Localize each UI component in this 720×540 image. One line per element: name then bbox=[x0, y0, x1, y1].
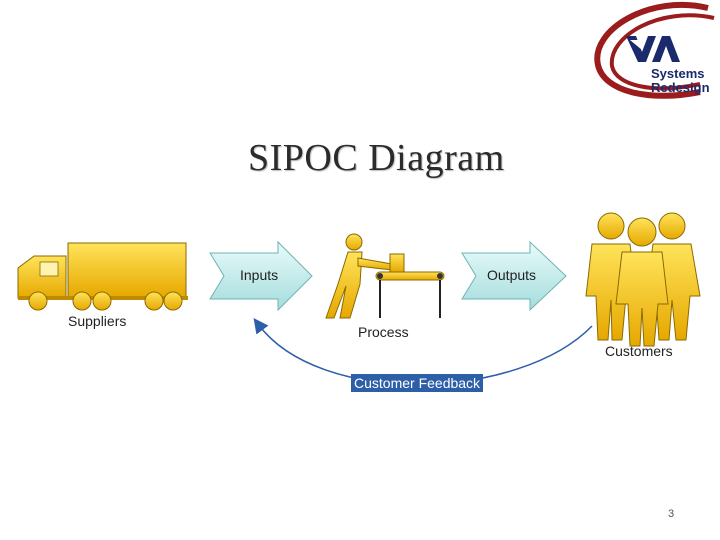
process-worker-icon bbox=[325, 233, 445, 319]
va-systems-redesign-logo bbox=[594, 1, 715, 99]
process-label: Process bbox=[358, 324, 409, 340]
inputs-label: Inputs bbox=[240, 267, 279, 283]
suppliers-label: Suppliers bbox=[68, 313, 127, 329]
inputs-arrow-icon bbox=[209, 240, 313, 312]
logo-text-systems: Systems bbox=[651, 66, 705, 81]
outputs-label: Outputs bbox=[487, 267, 537, 283]
va-mark-icon bbox=[626, 36, 680, 62]
page-number: 3 bbox=[668, 508, 675, 520]
customer-feedback-label: Customer Feedback bbox=[351, 374, 484, 392]
outputs-arrow-icon bbox=[461, 240, 567, 312]
customers-label: Customers bbox=[605, 343, 673, 359]
page-title: SIPOC Diagram bbox=[248, 137, 505, 179]
truck-icon bbox=[17, 242, 188, 311]
logo-text-redesign: Redesign bbox=[651, 80, 710, 95]
customers-group-icon bbox=[585, 212, 701, 347]
